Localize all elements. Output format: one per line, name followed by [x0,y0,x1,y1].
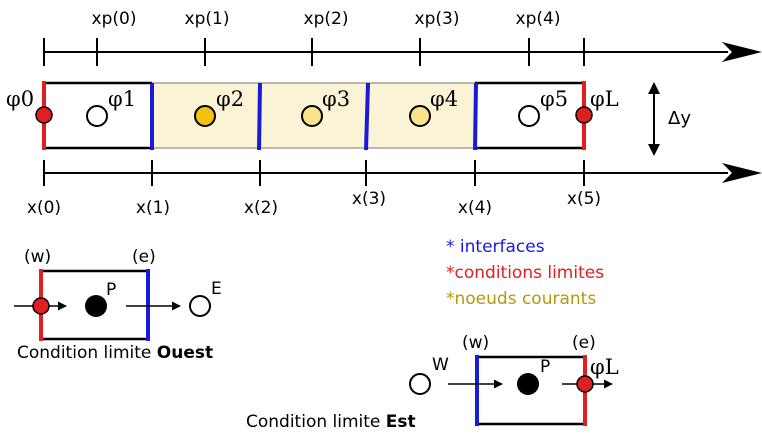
west-p-label: P [106,280,116,300]
node-phiL [575,106,593,124]
last-cell-outline [475,81,584,150]
west-boundary-node [32,297,50,315]
dy-label: Δy [668,108,691,129]
east-w-label: (w) [462,333,489,353]
xp-label-4: xp(4) [516,9,561,29]
x-label-0: x(0) [27,198,61,218]
legend-nodes: *noeuds courants [446,289,596,309]
east-w-node [409,373,431,395]
east-e-label: (e) [572,333,596,353]
node-phi5 [518,105,540,127]
xp-label-2: xp(2) [304,9,349,29]
phi-label-5: φ5 [540,87,568,111]
east-phi-label: φL [590,355,619,379]
node-phi0 [35,106,53,124]
west-cell-outline [41,269,148,341]
east-w-node-label: W [432,355,449,375]
east-boundary-example: (w) (e) W P φL Condition limite Est [246,333,619,432]
west-boundary-example: (w) (e) P E Condition limite Ouest [14,247,222,363]
xp-label-0: xp(0) [92,9,137,29]
west-w-label: (w) [24,247,51,267]
phi-label-0: φ0 [6,87,34,111]
x-label-3: x(3) [352,189,386,209]
phi-label-1: φ1 [108,87,136,111]
x-label-2: x(2) [244,198,278,218]
interface-2 [257,82,262,151]
east-caption: Condition limite Est [246,412,416,432]
east-caption-bold: Est [386,412,416,432]
node-phi2 [194,105,216,127]
legend-interfaces: * interfaces [446,237,545,257]
x-label-4: x(4) [458,198,492,218]
phi-label-4: φ4 [430,87,458,111]
phi-label-L: φL [590,87,619,111]
node-phi1 [86,105,108,127]
interface-3 [364,82,370,151]
legend: * interfaces *conditions limites *noeuds… [446,237,604,309]
west-e-label: (e) [132,247,156,267]
legend-boundary: *conditions limites [446,263,604,283]
top-axis-arrowhead [722,42,762,62]
xp-label-3: xp(3) [415,9,460,29]
first-cell-outline [44,81,152,150]
dy-indicator: Δy [648,82,691,156]
east-cell-outline [477,355,585,426]
west-caption-bold: Ouest [157,343,213,363]
west-caption: Condition limite Ouest [17,343,213,363]
east-boundary-node [576,375,594,393]
west-e-node-label: E [211,279,222,299]
x-label-5: x(5) [567,189,601,209]
top-axis: xp(0) xp(1) xp(2) xp(3) xp(4) [43,9,762,66]
phi-label-3: φ3 [322,87,350,111]
east-caption-prefix: Condition limite [246,412,386,432]
west-p-node [85,295,107,317]
bottom-axis-arrowhead [722,163,762,183]
east-p-node [517,373,539,395]
west-e-node [189,295,211,317]
xp-label-1: xp(1) [185,9,230,29]
cell-strip: φ0 φ1 φ2 φ3 φ4 φ5 φL [6,81,619,151]
west-caption-prefix: Condition limite [17,343,157,363]
interface-4 [473,82,478,151]
phi-label-2: φ2 [216,87,244,111]
bottom-axis: x(0) x(1) x(2) x(3) x(4) x(5) [27,160,762,218]
node-phi3 [301,105,323,127]
x-label-1: x(1) [136,198,170,218]
east-p-label: P [540,357,550,377]
node-phi4 [409,105,431,127]
